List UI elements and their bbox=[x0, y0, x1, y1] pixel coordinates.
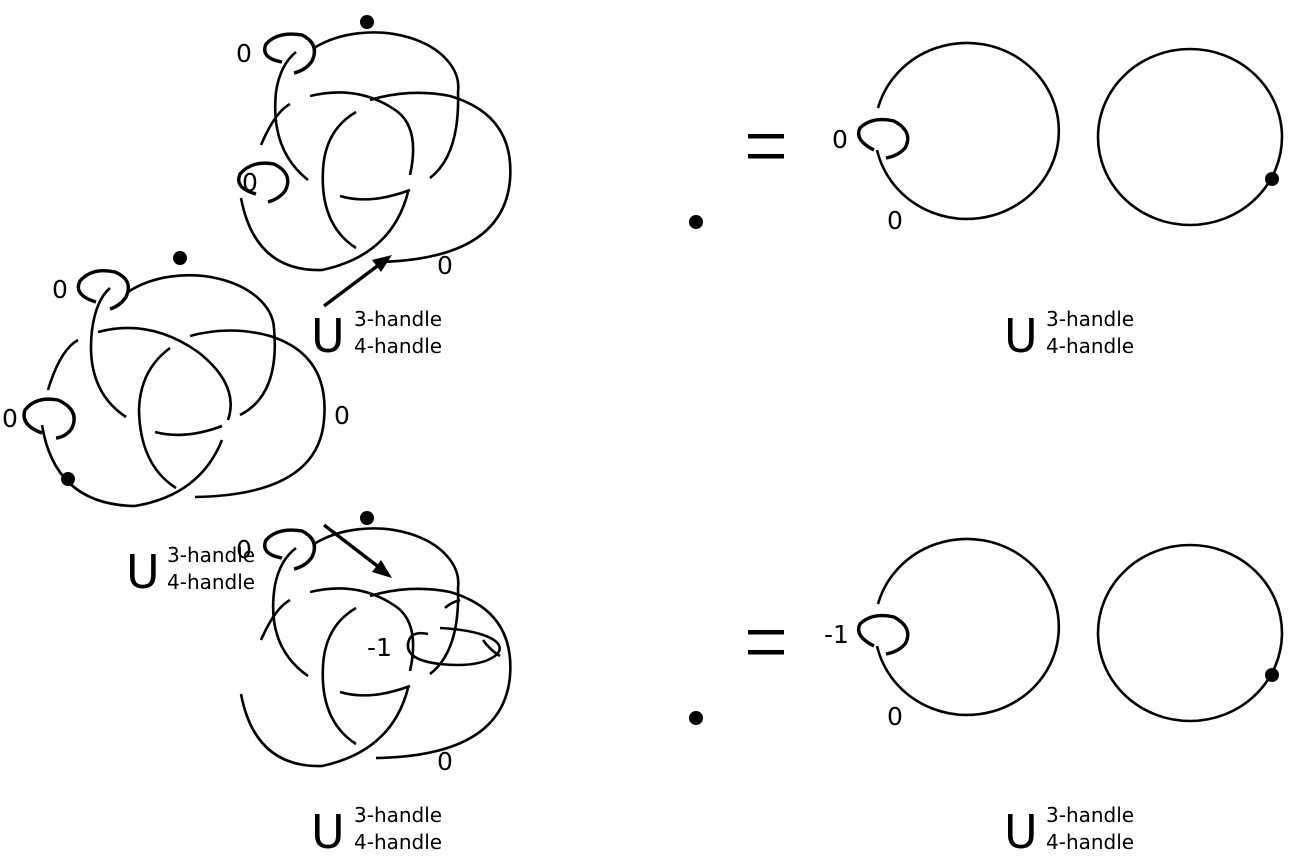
left-left-circle bbox=[46, 338, 79, 391]
left-dot-bottom bbox=[61, 472, 75, 486]
svg-text:3-handle: 3-handle bbox=[1046, 803, 1134, 827]
svg-text:0: 0 bbox=[887, 206, 903, 235]
four-handle-label: 4-handle bbox=[167, 570, 255, 594]
svg-text:-1: -1 bbox=[824, 620, 849, 649]
left-top-circle bbox=[127, 273, 276, 329]
left-left-meridian bbox=[22, 397, 76, 440]
minus-one-unknot bbox=[406, 626, 502, 667]
svg-text:4-handle: 4-handle bbox=[354, 334, 442, 358]
svg-text:0: 0 bbox=[236, 535, 252, 564]
svg-text:4-handle: 4-handle bbox=[354, 830, 442, 854]
diagram-top-right: 0 0 U 3-handle 4-handle bbox=[832, 41, 1284, 363]
left-framing-left: 0 bbox=[2, 404, 18, 433]
three-handle-label: 3-handle bbox=[167, 543, 255, 567]
diagram-top-middle: 0 0 0 U 3-handle 4-handle bbox=[236, 15, 703, 363]
svg-text:U: U bbox=[1004, 805, 1038, 859]
left-right-circle bbox=[189, 329, 326, 499]
union-symbol: U bbox=[126, 545, 160, 599]
svg-text:U: U bbox=[1004, 309, 1038, 363]
svg-text:4-handle: 4-handle bbox=[1046, 830, 1134, 854]
svg-text:0: 0 bbox=[242, 168, 258, 197]
svg-text:0: 0 bbox=[887, 702, 903, 731]
svg-text:3-handle: 3-handle bbox=[1046, 307, 1134, 331]
svg-text:U: U bbox=[311, 805, 345, 859]
svg-text:U: U bbox=[311, 309, 345, 363]
left-framing-top: 0 bbox=[52, 275, 68, 304]
svg-text:-1: -1 bbox=[367, 633, 392, 662]
svg-text:0: 0 bbox=[832, 125, 848, 154]
left-dot-top bbox=[173, 251, 187, 265]
svg-text:4-handle: 4-handle bbox=[1046, 334, 1134, 358]
equals-bottom bbox=[748, 630, 784, 655]
arrow-down bbox=[322, 523, 392, 578]
left-top-meridian bbox=[76, 268, 131, 311]
svg-text:0: 0 bbox=[437, 747, 453, 776]
left-framing-right: 0 bbox=[334, 401, 350, 430]
arrow-up bbox=[322, 255, 392, 308]
svg-text:3-handle: 3-handle bbox=[354, 307, 442, 331]
svg-text:3-handle: 3-handle bbox=[354, 803, 442, 827]
diagram-bottom-middle: 0 -1 0 U 3-handle 4-handle bbox=[236, 511, 703, 859]
svg-text:0: 0 bbox=[437, 251, 453, 280]
diagram-bottom-right: -1 0 U 3-handle 4-handle bbox=[824, 537, 1284, 859]
svg-text:0: 0 bbox=[236, 39, 252, 68]
equals-top bbox=[748, 134, 784, 159]
diagram-left: 0 0 0 U 3-handle 4-handle bbox=[2, 251, 350, 599]
